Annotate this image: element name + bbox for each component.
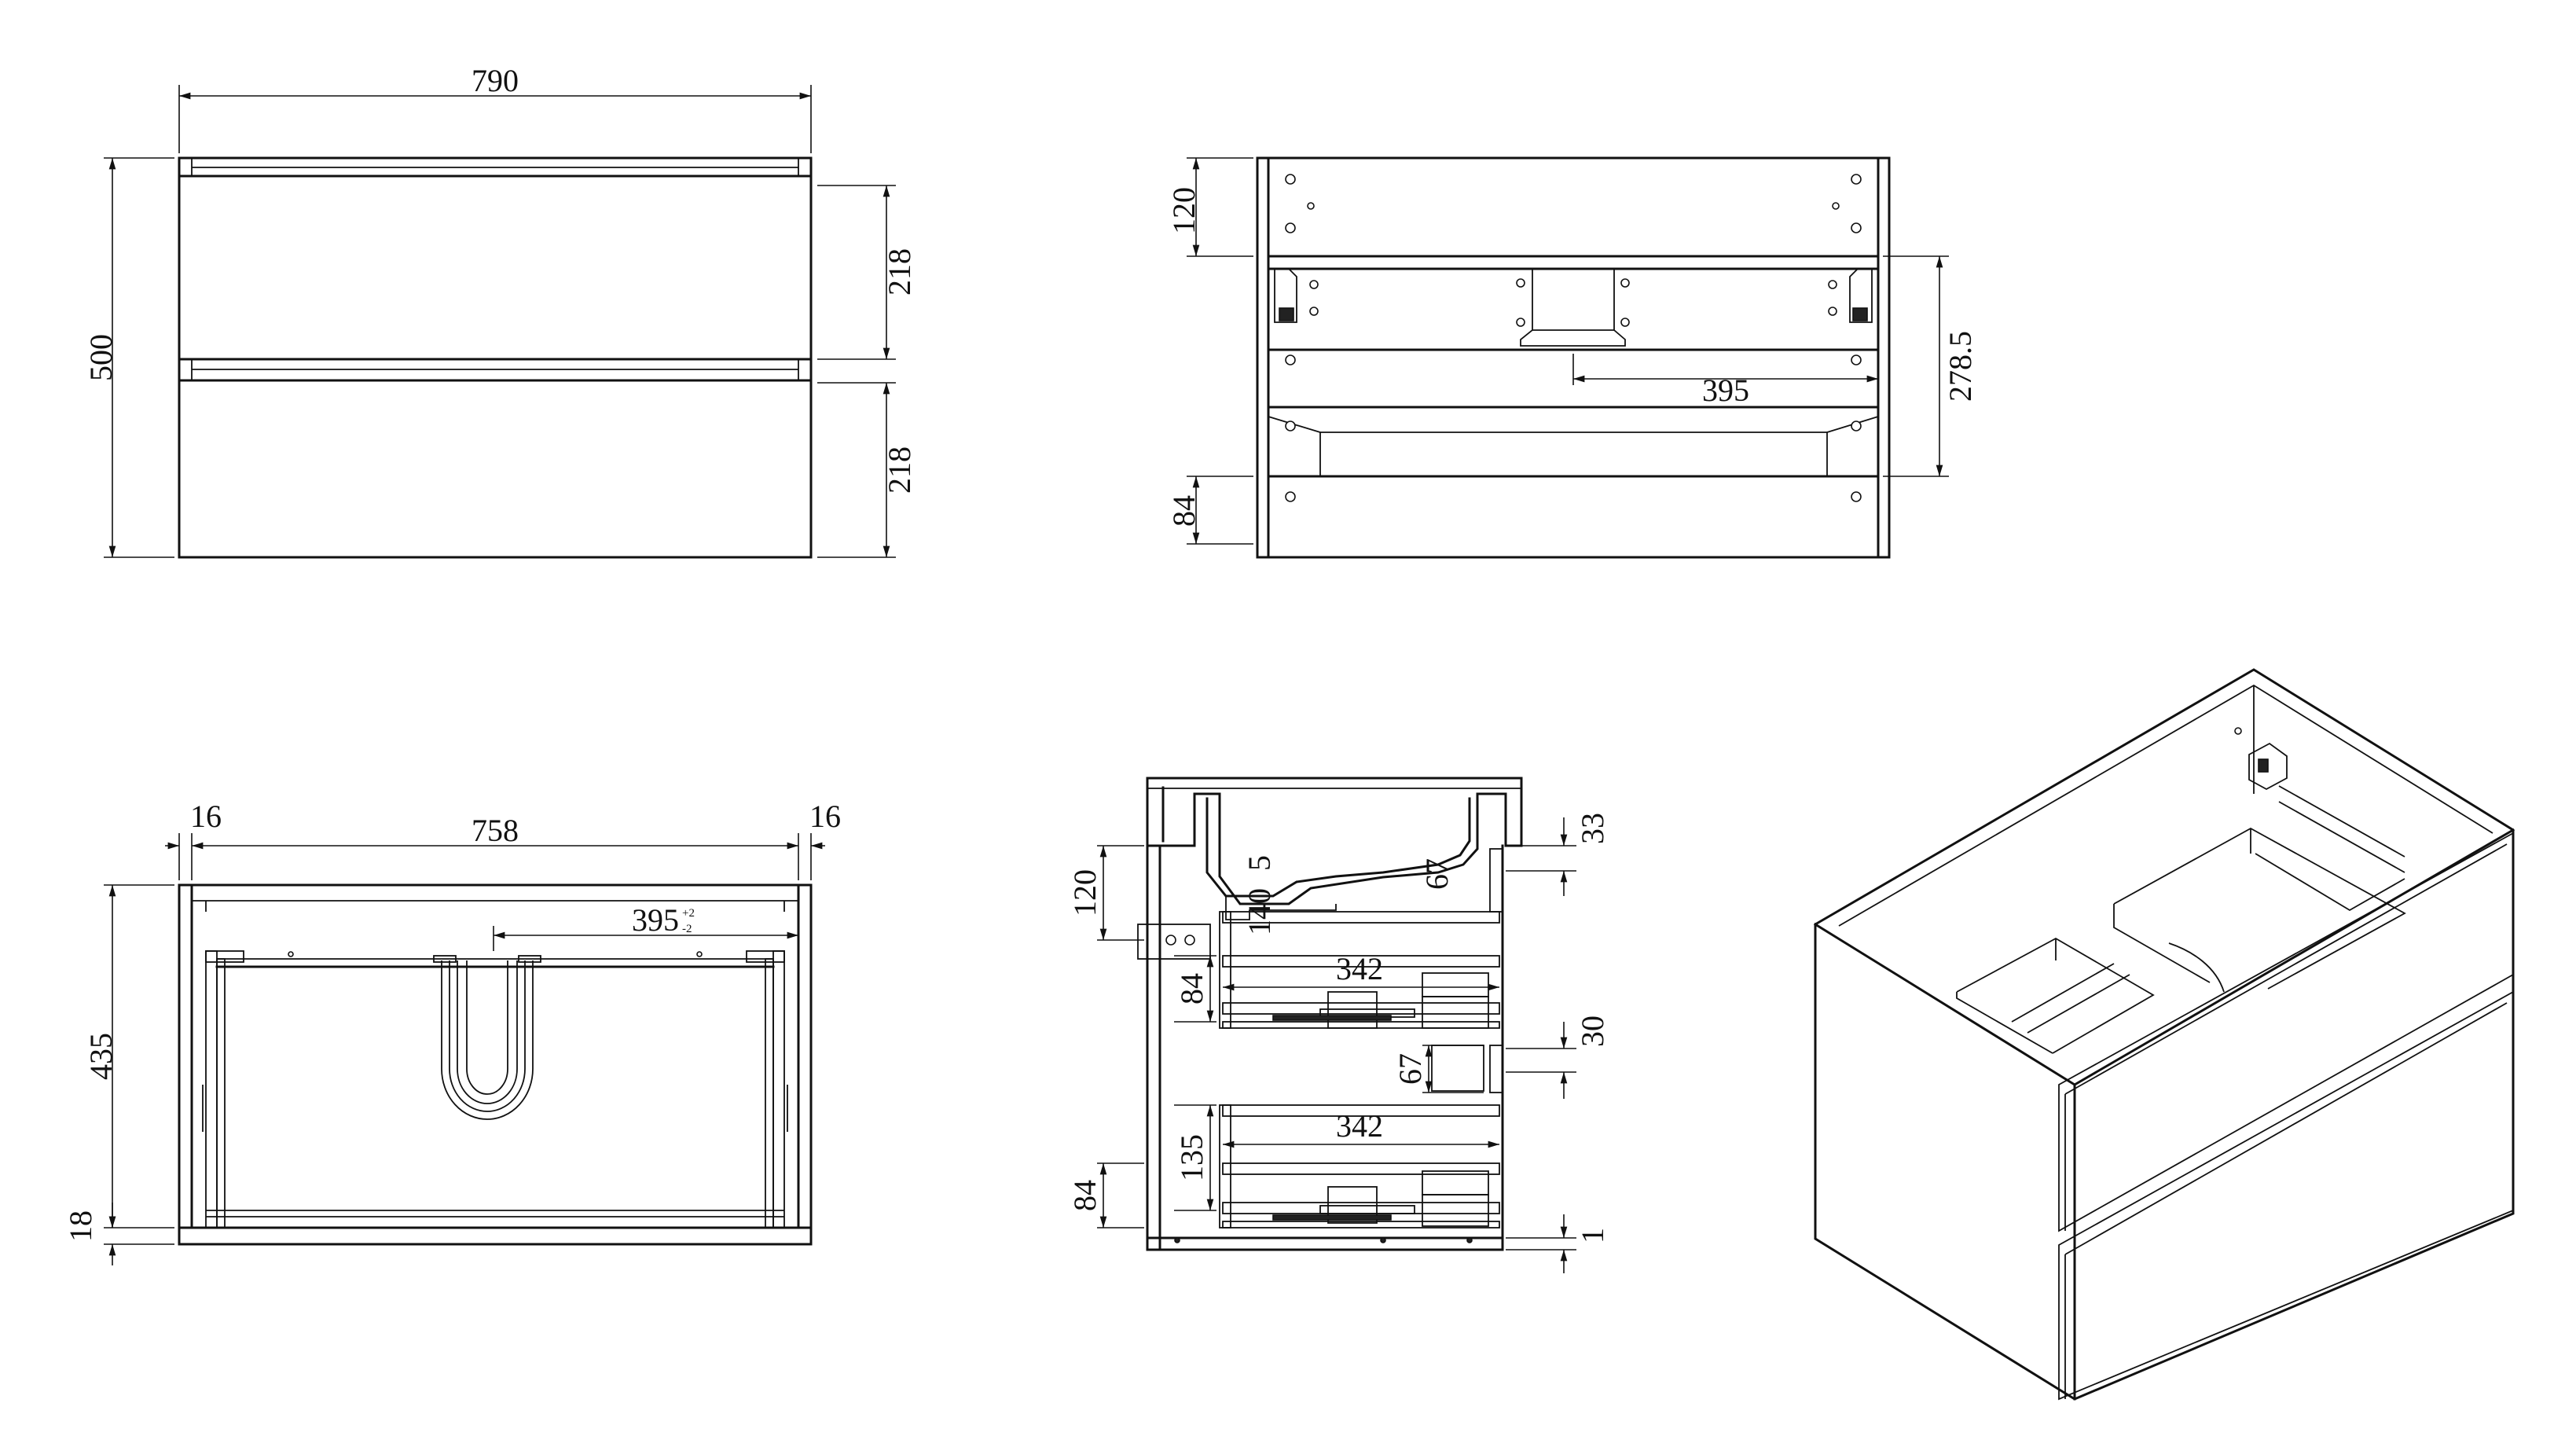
back-view [1187, 156, 1949, 559]
back-top-height-label: 120 [1166, 187, 1202, 234]
side-135-label: 135 [1174, 1134, 1209, 1181]
side-84-upper-label: 84 [1174, 973, 1209, 1004]
back-bottom-height-label: 84 [1166, 495, 1202, 527]
front-height-label: 500 [83, 334, 119, 381]
side-342-lower-label: 342 [1336, 1108, 1383, 1144]
top-offset-label: 395 [632, 902, 679, 938]
side-5-label: 5 [1242, 855, 1277, 871]
top-base-label: 18 [63, 1210, 98, 1242]
front-width-label: 790 [472, 63, 519, 98]
side-67-top-label: 67 [1419, 858, 1455, 890]
side-120-label: 120 [1067, 869, 1103, 916]
front-lower-drawer-label: 218 [882, 446, 917, 494]
front-upper-drawer-label: 218 [882, 248, 917, 296]
side-67-label: 67 [1393, 1053, 1428, 1085]
side-section-view [1097, 777, 1576, 1273]
top-inner-width-label: 758 [472, 813, 519, 848]
top-depth-label: 435 [83, 1033, 119, 1080]
back-mid-height-label: 278.5 [1943, 331, 1978, 402]
front-view [104, 85, 896, 559]
side-1-label: 1 [1575, 1228, 1610, 1243]
isometric-view [1813, 668, 2515, 1401]
side-140-label: 140 [1242, 888, 1277, 935]
top-left-side-label: 16 [190, 799, 222, 834]
top-tolerance-plus: +2 [682, 907, 695, 920]
side-84-lower-label: 84 [1067, 1180, 1103, 1211]
side-30-label: 30 [1575, 1015, 1610, 1047]
top-view [104, 833, 825, 1265]
top-right-side-label: 16 [809, 799, 841, 834]
side-33-label: 33 [1575, 813, 1610, 844]
back-offset-label: 395 [1702, 373, 1749, 408]
top-tolerance-minus: -2 [682, 923, 692, 935]
side-342-upper-label: 342 [1336, 951, 1383, 986]
